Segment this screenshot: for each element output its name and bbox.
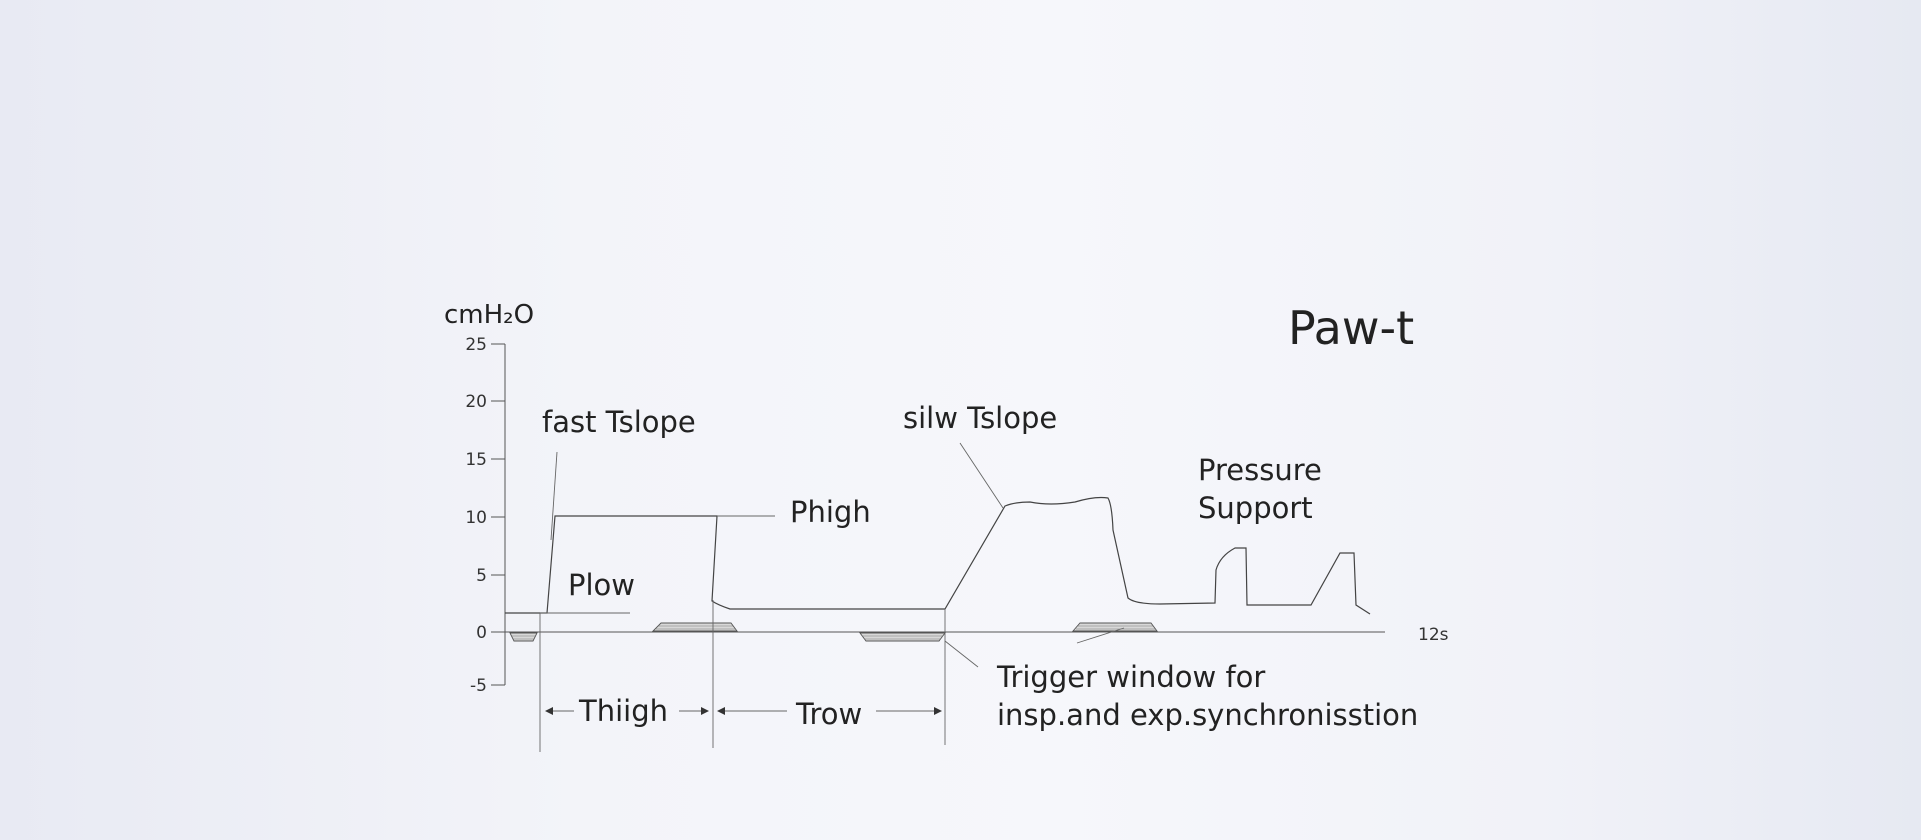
- y-tick-label-5: 5: [476, 566, 487, 586]
- trigger-window-1: [509, 632, 538, 642]
- phigh-label: Phigh: [790, 495, 871, 529]
- y-axis-unit: cmH₂O: [444, 300, 534, 330]
- trigger-windows: [509, 622, 1158, 642]
- trigger-leader-2: [1076, 627, 1125, 644]
- pressure-waveform: [505, 496, 1371, 615]
- y-tick-label-15: 15: [465, 450, 487, 470]
- thigh-arrow-right-head: [701, 707, 709, 715]
- pressure-support-label-line2: Support: [1198, 491, 1313, 525]
- trigger-window-4: [1072, 622, 1158, 632]
- tlow-label: Trow: [795, 697, 862, 731]
- diagram-title: Paw-t: [1288, 301, 1414, 355]
- x-axis-end-label: 12s: [1418, 625, 1449, 645]
- y-tick-label-neg5: -5: [470, 676, 487, 696]
- y-tick-label-10: 10: [465, 508, 487, 528]
- trigger-window-2: [651, 622, 738, 632]
- fast-tslope-label: fast Tslope: [542, 405, 696, 439]
- tlow-dimension: Trow: [717, 697, 942, 731]
- y-tick-label-25: 25: [465, 335, 487, 355]
- slow-tslope-leader: [959, 442, 1004, 509]
- tlow-arrow-right-head: [934, 707, 942, 715]
- pressure-support-label-line1: Pressure: [1198, 453, 1322, 487]
- thigh-arrow-left-head: [545, 707, 553, 715]
- trigger-window-3: [859, 632, 946, 642]
- trigger-window-label-line2: insp.and exp.synchronisstion: [997, 698, 1418, 732]
- slow-tslope-label: silw Tslope: [903, 401, 1057, 435]
- fast-tslope-leader: [550, 451, 558, 541]
- y-ticks: [491, 343, 505, 686]
- plow-label: Plow: [568, 568, 635, 602]
- thigh-label: Thiigh: [578, 694, 668, 728]
- y-tick-labels: 25 20 15 10 5 0 -5: [465, 335, 487, 696]
- trigger-leader-1: [944, 640, 979, 668]
- thigh-dimension: Thiigh: [545, 694, 709, 728]
- y-tick-label-20: 20: [465, 392, 487, 412]
- trigger-window-label-line1: Trigger window for: [996, 660, 1265, 694]
- tlow-arrow-left-head: [717, 707, 725, 715]
- y-tick-label-0: 0: [476, 623, 487, 643]
